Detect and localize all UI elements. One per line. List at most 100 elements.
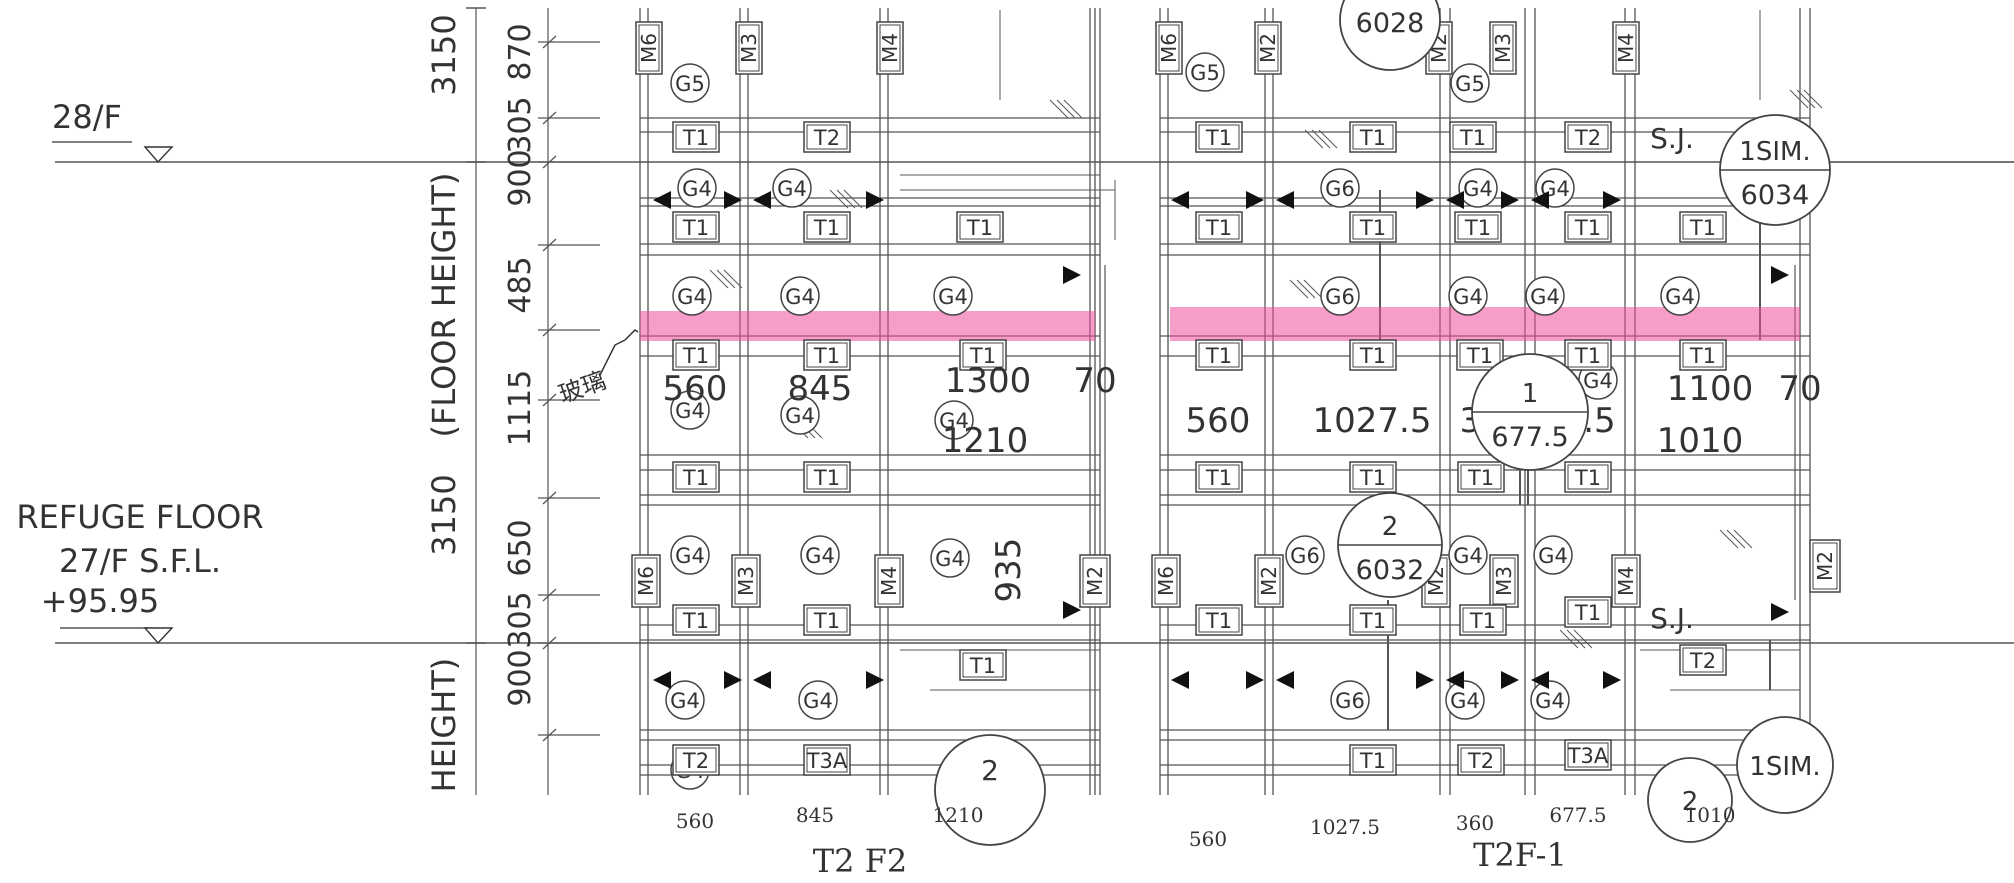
transom-label-right-23-frame	[1349, 744, 1397, 776]
glass-label-left-0-circle	[670, 63, 710, 103]
level-label-27f: 27/F S.F.L.	[59, 542, 221, 580]
transom-label-right-4-frame	[1195, 211, 1243, 243]
transom-label-right-15-frame	[1349, 461, 1397, 493]
arrow-right	[1416, 671, 1434, 689]
mullion-m4-bottom: M4	[877, 566, 901, 596]
mullion-m4-top: M4	[878, 33, 902, 63]
transom-label-right-18-inner-frame	[1198, 607, 1240, 633]
glass-label-left-11: G4	[670, 689, 700, 713]
transom-label-right-7: T1	[1574, 216, 1601, 240]
transom-label-left-5-frame	[672, 339, 720, 371]
transom-label-left-7: T1	[969, 344, 996, 368]
glass-label-left-1-circle	[677, 168, 717, 208]
width-left-3: 70	[1073, 361, 1116, 401]
transom-label-right-14-frame	[1195, 461, 1243, 493]
mullion-m3-top: M3	[737, 33, 761, 63]
handwritten-width-right-2: 360	[1456, 811, 1494, 835]
arrow-right	[1603, 191, 1621, 209]
arrow-right	[1246, 191, 1264, 209]
glass-label-right-0-circle	[1185, 52, 1225, 92]
transom-label-left-12-inner-frame	[962, 652, 1004, 678]
transom-label-left-0: T1	[682, 126, 709, 150]
transom-label-left-15-frame	[803, 744, 851, 776]
transom-label-left-2-frame	[672, 211, 720, 243]
glass-label-right-7-circle	[1525, 276, 1565, 316]
transom-label-right-17-inner-frame	[1567, 464, 1609, 490]
transom-label-left-6-frame	[803, 339, 851, 371]
arrow-right	[1501, 671, 1519, 689]
arrow-right	[1771, 266, 1789, 284]
arrow-left	[653, 191, 671, 209]
arrow-right	[724, 671, 742, 689]
transom-label-left-8-inner-frame	[675, 464, 717, 490]
mullion-m6-top: M6	[637, 33, 661, 63]
glass-hatch	[709, 269, 729, 289]
transom-label-left-7-inner-frame	[962, 342, 1004, 368]
transom-label-right-11-inner-frame	[1459, 342, 1501, 368]
mullion-m3-bottom: M3	[734, 566, 758, 596]
transom-label-right-4: T1	[1205, 216, 1232, 240]
transom-label-right-22-frame	[1679, 644, 1727, 676]
handwritten-label-t2f2: T2 F2	[813, 842, 907, 880]
transom-label-right-18: T1	[1205, 609, 1232, 633]
arrow-left	[1276, 191, 1294, 209]
glass-label-right-5-circle	[1320, 276, 1360, 316]
transom-label-right-22: T2	[1689, 649, 1716, 673]
glass-hatch	[723, 269, 743, 289]
transom-label-left-11: T1	[813, 609, 840, 633]
glass-hatch	[1063, 99, 1083, 119]
section-bubble-1sim-6034-top-text: 1SIM.	[1739, 137, 1810, 167]
width-right-4: 1100	[1667, 369, 1754, 409]
glass-label-left-9: G4	[805, 544, 835, 568]
mullion-m6-bottom-r: M6	[1154, 566, 1178, 596]
transom-label-right-15-inner-frame	[1352, 464, 1394, 490]
glass-label-right-13: G6	[1335, 689, 1365, 713]
arrow-right	[866, 671, 884, 689]
transom-label-right-8-frame	[1679, 211, 1727, 243]
transom-label-right-12-frame	[1564, 339, 1612, 371]
transom-label-right-6-inner-frame	[1457, 214, 1499, 240]
mullion-m3-top-r: M3	[1491, 33, 1515, 63]
transom-label-left-1: T2	[813, 126, 840, 150]
glass-hatch	[1296, 279, 1316, 299]
arrow-right	[1501, 191, 1519, 209]
transom-label-right-25-frame	[1564, 739, 1612, 771]
transom-label-right-3: T2	[1574, 126, 1601, 150]
level-label-refuge: REFUGE FLOOR	[16, 498, 263, 536]
mullion-m6-top-frame	[635, 21, 663, 75]
section-bubble-1-6775-top-text: 1	[1522, 379, 1539, 409]
transom-label-right-1-inner-frame	[1352, 124, 1394, 150]
section-bubble-6028	[1339, 0, 1441, 71]
glass-label-right-11: G4	[1453, 544, 1483, 568]
mullion-m2-right-r-inner-frame	[1812, 542, 1838, 590]
mullion-m4-top-r-frame	[1612, 21, 1640, 75]
handwritten-width-right-4: 1010	[1685, 803, 1736, 827]
transom-label-right-6-frame	[1454, 211, 1502, 243]
glass-label-left-2-circle	[772, 168, 812, 208]
sj-label-top: S.J.	[1650, 122, 1694, 155]
glass-label-left-5-circle	[933, 276, 973, 316]
mullion-m4-bottom-r: M4	[1614, 566, 1638, 596]
glass-label-left-7-circle	[780, 395, 820, 435]
arrow-right	[1603, 671, 1621, 689]
mullion-m2-right-r: M2	[1813, 551, 1837, 581]
glass-label-left-14-circle	[934, 400, 974, 440]
transom-label-right-18-frame	[1195, 604, 1243, 636]
mullion-m6-bottom-frame	[631, 554, 661, 608]
dim-inner-5: 650	[503, 519, 538, 576]
glass-label-left-10: G4	[935, 547, 965, 571]
glass-hatch	[1289, 279, 1309, 299]
arrow-left	[1531, 191, 1549, 209]
transom-label-right-6: T1	[1464, 216, 1491, 240]
transom-label-right-13-inner-frame	[1682, 342, 1724, 368]
transom-label-left-3-inner-frame	[806, 214, 848, 240]
dim-tick-slash	[542, 491, 557, 505]
transom-label-right-10: T1	[1359, 344, 1386, 368]
section-bubble-2-bottom-top-text: 2	[1682, 787, 1699, 817]
transom-label-left-8: T1	[682, 466, 709, 490]
glass-label-left-6: G4	[675, 399, 705, 423]
transom-label-right-0-frame	[1195, 121, 1243, 153]
transom-label-right-21-frame	[1564, 596, 1612, 628]
dim-inner-7: 900	[503, 649, 538, 706]
glass-label-left-6-circle	[670, 390, 710, 430]
